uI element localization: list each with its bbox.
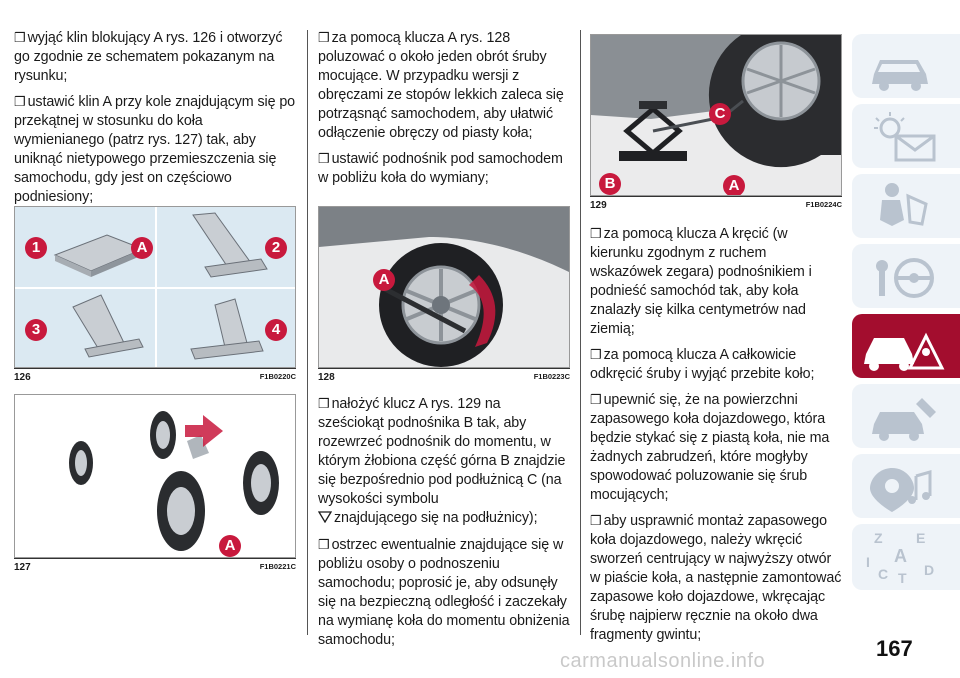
figure-number: 129 bbox=[590, 200, 607, 211]
checkbox-bullet-icon: ❒ bbox=[14, 94, 26, 109]
warning-lights-icon bbox=[874, 112, 936, 162]
figure-number: 128 bbox=[318, 372, 335, 383]
figure-label: A bbox=[131, 237, 153, 259]
tab-emergency[interactable] bbox=[852, 314, 960, 378]
figure-127-drawing bbox=[69, 411, 279, 551]
column-1: ❒wyjąć klin blokujący A rys. 126 i otwor… bbox=[14, 28, 296, 573]
paragraph: ❒aby usprawnić montaż zapasowego koła do… bbox=[590, 513, 842, 643]
figure-label: C bbox=[709, 103, 731, 125]
multimedia-icon bbox=[870, 468, 932, 512]
index-icon: Z E A C T D I bbox=[866, 530, 935, 586]
column-3-text: ❒za pomocą klucza A kręcić (w kierunku z… bbox=[590, 224, 842, 651]
figure-code: F1B0221C bbox=[259, 562, 296, 571]
figure-label: A bbox=[219, 535, 241, 557]
maintenance-icon bbox=[872, 398, 936, 441]
figure-caption: 129 F1B0224C bbox=[590, 196, 842, 213]
chapter-sidebar: Z E A C T D I bbox=[852, 34, 960, 596]
paragraph: ❒za pomocą klucza A kręcić (w kierunku z… bbox=[590, 226, 812, 337]
paragraph: ❒za pomocą klucza A całkowicie odkręcić … bbox=[590, 347, 815, 382]
figure-126: 1 A 2 3 4 bbox=[14, 206, 296, 368]
figure-code: F1B0223C bbox=[533, 372, 570, 381]
car-icon bbox=[872, 60, 928, 91]
tab-warning-lights[interactable] bbox=[852, 104, 960, 168]
figure-number: 126 bbox=[14, 372, 31, 383]
figure-label: B bbox=[599, 173, 621, 195]
tab-index[interactable]: Z E A C T D I bbox=[852, 524, 960, 590]
paragraph: ❒upewnić się, że na powierzchni zapasowe… bbox=[590, 392, 830, 503]
checkbox-bullet-icon: ❒ bbox=[590, 513, 602, 528]
figure-caption: 128 F1B0223C bbox=[318, 368, 570, 385]
column-2-lower: ❒nałożyć klucz A rys. 129 na sześciokąt … bbox=[317, 394, 570, 656]
tab-car[interactable] bbox=[852, 34, 960, 98]
figure-label: 3 bbox=[25, 319, 47, 341]
figure-127: A bbox=[14, 394, 296, 558]
figure-caption: 127 F1B0221C bbox=[14, 558, 296, 575]
checkbox-bullet-icon: ❒ bbox=[318, 30, 330, 45]
figure-label: 2 bbox=[265, 237, 287, 259]
tab-seat-airbag[interactable] bbox=[852, 174, 960, 238]
checkbox-bullet-icon: ❒ bbox=[590, 226, 602, 241]
paragraph: ❒ustawić klin A przy kole znajdującym si… bbox=[14, 94, 296, 205]
paragraph: ❒wyjąć klin blokujący A rys. 126 i otwor… bbox=[14, 30, 283, 84]
checkbox-bullet-icon: ❒ bbox=[318, 396, 330, 411]
column-2: ❒za pomocą klucza A rys. 128 poluzować o… bbox=[317, 28, 570, 648]
figure-label: 4 bbox=[265, 319, 287, 341]
paragraph: ❒nałożyć klucz A rys. 129 na sześciokąt … bbox=[317, 394, 570, 529]
page-number: 167 bbox=[876, 636, 913, 661]
figure-label: 1 bbox=[25, 237, 47, 259]
figure-label: A bbox=[723, 175, 745, 195]
paragraph: ❒za pomocą klucza A rys. 128 poluzować o… bbox=[318, 30, 564, 141]
checkbox-bullet-icon: ❒ bbox=[318, 537, 330, 552]
figure-126-drawing bbox=[15, 207, 295, 367]
emergency-icon bbox=[864, 332, 945, 371]
tab-multimedia[interactable] bbox=[852, 454, 960, 518]
figure-128: A bbox=[318, 206, 570, 368]
checkbox-bullet-icon: ❒ bbox=[590, 392, 602, 407]
jack-point-symbol-icon bbox=[317, 510, 333, 529]
column-divider bbox=[307, 30, 308, 635]
figure-caption: 126 F1B0220C bbox=[14, 368, 296, 385]
paragraph: ❒ostrzec ewentualnie znajdujące się w po… bbox=[318, 537, 570, 648]
figure-129: C B A bbox=[590, 34, 842, 196]
figure-label: A bbox=[373, 269, 395, 291]
footer-watermark: carmanualsonline.info bbox=[560, 650, 766, 672]
checkbox-bullet-icon: ❒ bbox=[14, 30, 26, 45]
figure-129-drawing bbox=[591, 35, 841, 168]
tab-steering-key[interactable] bbox=[852, 244, 960, 308]
tab-maintenance[interactable] bbox=[852, 384, 960, 448]
checkbox-bullet-icon: ❒ bbox=[590, 347, 602, 362]
checkbox-bullet-icon: ❒ bbox=[318, 151, 330, 166]
column-divider bbox=[580, 30, 581, 635]
figure-number: 127 bbox=[14, 562, 31, 573]
seat-airbag-icon bbox=[880, 183, 928, 226]
steering-key-icon bbox=[876, 258, 934, 298]
paragraph: ❒ustawić podnośnik pod samochodem w pobl… bbox=[318, 151, 563, 186]
figure-128-drawing bbox=[319, 207, 569, 367]
figure-code: F1B0220C bbox=[259, 372, 296, 381]
figure-code: F1B0224C bbox=[805, 200, 842, 209]
